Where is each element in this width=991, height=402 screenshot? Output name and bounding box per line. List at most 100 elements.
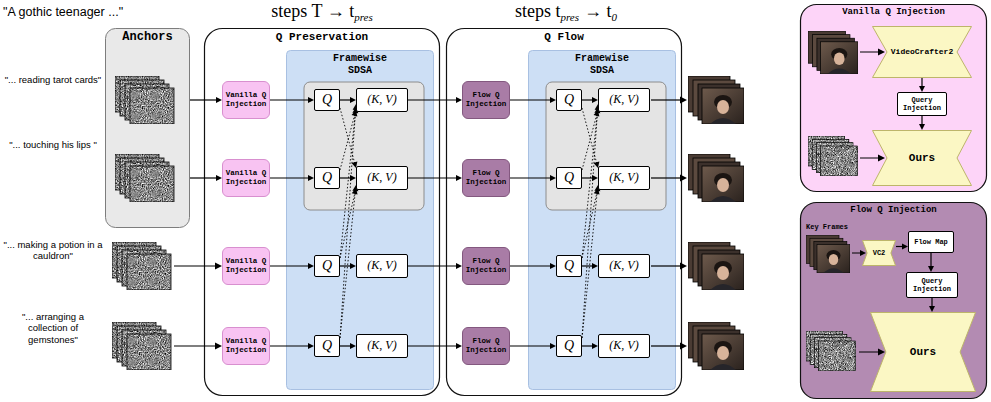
- flow-arrow: [190, 175, 222, 181]
- prompt-text: "... making a potion in a cauldron": [3, 239, 103, 262]
- box-label: Q: [322, 258, 332, 274]
- connector-line: [510, 99, 551, 100]
- arrow-line: [651, 265, 681, 266]
- connector-line: [408, 177, 457, 178]
- arrow-line: [651, 177, 681, 178]
- unet-shape: VideoCrafter2: [872, 26, 972, 78]
- flow-arrow: [510, 175, 556, 181]
- attention-block: Framewise SDSAQ(K, V)Q(K, V)Q(K, V)Q(K, …: [286, 50, 434, 390]
- prompt-text: "... arranging a collection of gemstones…: [3, 311, 103, 345]
- flow-arrow: [408, 97, 462, 103]
- noise-frames: [112, 322, 171, 370]
- container-title: Q Preservation: [204, 31, 440, 44]
- arrow-line: [174, 345, 216, 346]
- box-label: (K, V): [609, 93, 638, 107]
- container-outline: [287, 51, 434, 390]
- arrowhead: [929, 306, 935, 312]
- connector-line: [408, 99, 457, 100]
- flow-arrow: [270, 343, 314, 349]
- subscript: pres: [560, 11, 579, 23]
- query-box: Q: [314, 335, 340, 357]
- arrow-line: [651, 99, 681, 100]
- box-label: (K, V): [367, 93, 396, 107]
- container-outline: [529, 51, 676, 390]
- vanilla-q-block: Vanilla Q Injection: [222, 159, 270, 197]
- box-label: Ours: [910, 346, 936, 359]
- box-label: Vanilla Q Injection: [225, 169, 267, 186]
- noise-frames: [115, 76, 174, 124]
- stage-container: Q FlowFlow Q InjectionFlow Q InjectionFl…: [446, 28, 682, 396]
- container-title: Framewise SDSA: [564, 53, 640, 76]
- connector-line: [921, 78, 922, 87]
- flow-arrow: [928, 253, 934, 272]
- connector-line: [270, 177, 309, 178]
- key-value-box: (K, V): [356, 88, 408, 112]
- box-label: (K, V): [609, 339, 638, 353]
- box-label: Q: [322, 170, 332, 186]
- unet-outline-shape: [871, 313, 976, 392]
- connector-line: [582, 265, 593, 266]
- attention-link: [340, 110, 357, 170]
- connector-line: [408, 265, 457, 266]
- noise-frames: [808, 136, 857, 176]
- step-title-text: steps T → t: [271, 1, 354, 21]
- box-label: (K, V): [367, 259, 396, 273]
- box-label: Q: [564, 92, 574, 108]
- subscript: pres: [354, 11, 373, 23]
- key-value-box: (K, V): [598, 88, 650, 112]
- box-label: Flow Q Injection: [465, 337, 507, 354]
- vanilla-q-block: Vanilla Q Injection: [222, 247, 270, 285]
- arrow-line: [860, 158, 879, 159]
- box-label: (K, V): [367, 171, 396, 185]
- unet-shape: VC2: [862, 240, 896, 266]
- connector-line: [896, 246, 903, 247]
- container-title: Q Flow: [446, 31, 682, 44]
- connector-line: [510, 177, 551, 178]
- arrowhead: [215, 263, 222, 270]
- key-value-box: (K, V): [598, 334, 650, 358]
- connector-line: [340, 190, 355, 338]
- container-outline: [205, 29, 440, 396]
- arrowhead: [215, 343, 222, 350]
- step-title-text: steps t: [515, 1, 561, 21]
- detail-panel: Flow Q InjectionVC2Flow MapQuery Injecti…: [800, 202, 987, 399]
- flow-arrow: [340, 97, 356, 103]
- container-outline: [447, 29, 682, 396]
- attention-link: [582, 104, 601, 338]
- arrowhead: [680, 263, 687, 270]
- detail-panel: Vanilla Q InjectionVideoCrafter2Query In…: [800, 4, 987, 192]
- connector-line: [931, 298, 932, 307]
- annotation: Key Frames: [806, 223, 848, 231]
- noise-frames: [806, 331, 855, 371]
- connector-line: [340, 109, 356, 338]
- connector-line: [582, 190, 597, 338]
- unet-outline-shape: [863, 241, 896, 266]
- container-outline: [801, 203, 987, 399]
- connector-line: [582, 108, 597, 163]
- arrowhead: [878, 155, 885, 162]
- box-label: Q: [322, 338, 332, 354]
- box-label: Query Injection: [900, 96, 944, 112]
- box-label: Vanilla Q Injection: [225, 337, 267, 354]
- query-box: Q: [314, 89, 340, 111]
- flow-arrow: [190, 97, 222, 103]
- flow-arrow: [919, 78, 925, 92]
- attention-group: [304, 82, 424, 210]
- stage-container: Q PreservationVanilla Q InjectionVanilla…: [204, 28, 440, 396]
- connector-line: [190, 99, 217, 100]
- flow-arrow: [510, 263, 556, 269]
- arrow-line: [860, 52, 879, 53]
- connector-line: [340, 108, 355, 163]
- prompt-text: "... touching his lips ": [3, 139, 103, 150]
- box-label: VC2: [873, 249, 886, 257]
- box-label: Flow Q Injection: [465, 257, 507, 274]
- container-title: Framewise SDSA: [322, 53, 398, 76]
- step-title-text: → t: [584, 1, 612, 21]
- arrow-line: [651, 345, 681, 346]
- connector-line: [582, 112, 597, 258]
- box-label: Flow Q Injection: [465, 169, 507, 186]
- flow-arrow: [408, 343, 462, 349]
- query-box: Q: [556, 167, 582, 189]
- flow-q-block: Flow Q Injection: [462, 159, 510, 197]
